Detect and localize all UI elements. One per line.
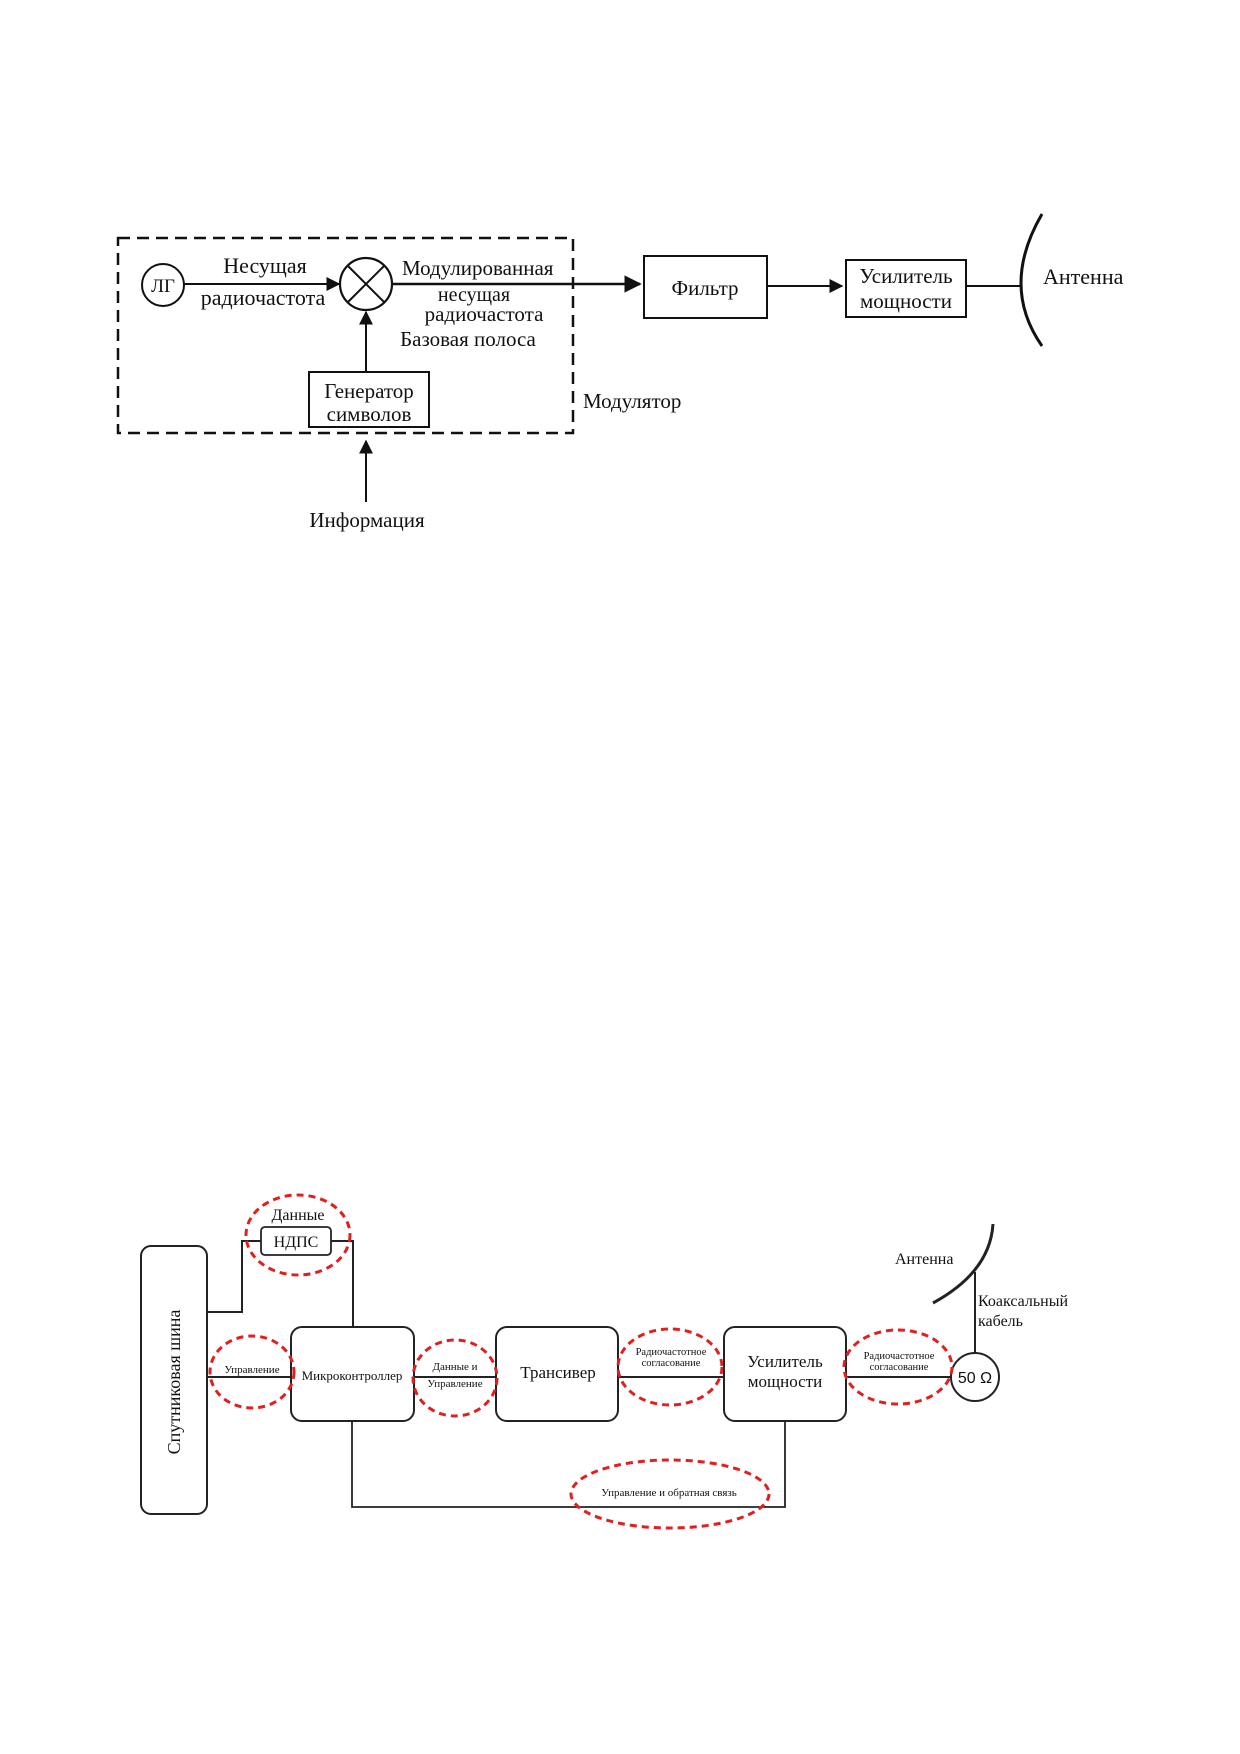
rf-match1-line2: согласование (642, 1358, 701, 1369)
transmitter-diagram: Спутниковая шина НДПС Данные Микроконтро… (140, 1193, 1068, 1530)
data-control-line2: Управление (427, 1378, 482, 1390)
satellite-bus-label: Спутниковая шина (164, 1310, 184, 1455)
rf-match2-line1: Радиочастотное (864, 1351, 935, 1362)
modulator-label: Модулятор (583, 389, 681, 413)
bus-to-gnss-line (207, 1240, 261, 1313)
gnss-label: НДПС (274, 1234, 319, 1251)
symbol-generator-box (308, 371, 430, 428)
power-amplifier-line2: мощности (860, 289, 952, 313)
modulated-label-line3: радиочастота (425, 302, 544, 326)
rf-match1-line1: Радиочастотное (636, 1347, 707, 1358)
information-label: Информация (309, 508, 425, 532)
modulator-diagram: ЛГ Несущая радиочастота Модулированная н… (116, 213, 1124, 532)
antenna-arc (1019, 213, 1044, 347)
modulated-label-line2: несущая (438, 284, 510, 306)
modulated-label-line1: Модулированная (402, 256, 554, 280)
load-label: 50 Ω (958, 1370, 992, 1387)
power-amplifier-box (845, 259, 967, 318)
power-amplifier-line1: Усилитель (859, 264, 952, 288)
highlight-ellipses (208, 1193, 954, 1530)
rf-match2-line2: согласование (870, 1362, 929, 1373)
control-feedback-label: Управление и обратная связь (601, 1487, 737, 1499)
transceiver-label: Трансивер (520, 1363, 596, 1382)
baseband-label: Базовая полоса (400, 327, 536, 351)
antenna-curve (932, 1223, 995, 1305)
carrier-label-line2: радиочастота (201, 285, 326, 310)
highlight-rf-match-2 (842, 1328, 954, 1406)
data-label: Данные (272, 1207, 325, 1224)
highlight-rf-match-1 (616, 1327, 724, 1407)
highlight-gnss (244, 1193, 352, 1277)
filter-label: Фильтр (671, 276, 738, 300)
data-control-line1: Данные и (432, 1361, 477, 1373)
mixer-cross-b (347, 265, 385, 303)
control-label: Управление (224, 1364, 279, 1376)
highlight-data-control (411, 1338, 499, 1418)
symbol-generator-line1: Генератор (324, 379, 414, 403)
antenna-label: Антенна (1043, 264, 1124, 289)
power-amplifier2-line2: мощности (748, 1372, 822, 1391)
symbol-generator-line2: символов (327, 402, 412, 426)
feedback-line (351, 1421, 786, 1508)
satellite-bus-box (140, 1245, 208, 1515)
coax-label-line2: кабель (978, 1313, 1023, 1330)
microcontroller-label: Микроконтроллер (302, 1368, 403, 1383)
carrier-label-line1: Несущая (223, 253, 307, 278)
gnss-to-mcu-line (331, 1240, 354, 1327)
coax-label-line1: Коаксальный (978, 1293, 1068, 1310)
local-oscillator-label: ЛГ (151, 276, 175, 297)
highlight-control (208, 1334, 296, 1410)
modulator-frame (116, 236, 575, 435)
antenna-label-2: Антенна (895, 1251, 953, 1268)
power-amplifier2-line1: Усилитель (747, 1352, 823, 1371)
highlight-control-feedback (569, 1458, 771, 1530)
